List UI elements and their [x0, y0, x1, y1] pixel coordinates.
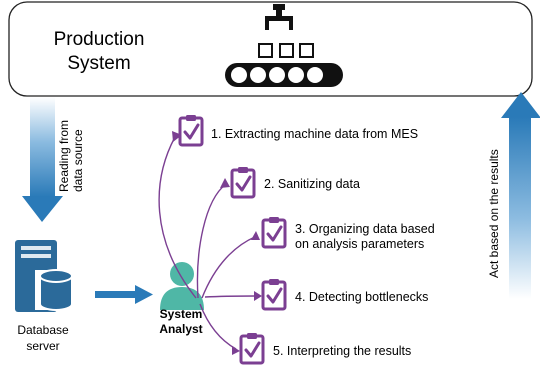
connector-step-1	[158, 136, 197, 299]
database-server-icon	[15, 240, 77, 312]
step-3-label: 3. Organizing data based on analysis par…	[295, 222, 435, 252]
step-3-label-line-2: on analysis parameters	[295, 237, 425, 251]
step-4-label: 4. Detecting bottlenecks	[295, 290, 429, 304]
connector-step-2	[196, 183, 227, 299]
act-arrow	[501, 92, 540, 299]
connector-step-3	[201, 235, 258, 299]
connector-step-4	[204, 295, 258, 298]
analyst-label-line-2: Analyst	[159, 322, 203, 336]
clipboard-check-icon-5	[239, 331, 265, 365]
clipboard-check-icon-3	[261, 215, 287, 249]
database-label-line-1: Database	[17, 323, 69, 337]
step-2-label: 2. Sanitizing data	[264, 177, 360, 191]
clipboard-check-icon-1	[178, 113, 204, 147]
clipboard-check-icon-4	[261, 277, 287, 311]
act-arrow-label: Act based on the results	[487, 149, 501, 278]
reading-arrow	[22, 97, 63, 222]
production-title-line-1: Production	[53, 29, 145, 50]
production-title-line-2: System	[67, 53, 131, 74]
db-to-analyst-arrow	[95, 285, 153, 304]
reading-arrow-label-2: data source	[71, 129, 85, 192]
analyst-label: System Analyst	[146, 307, 216, 337]
clipboard-check-icon-2	[230, 165, 256, 199]
step-5-label: 5. Interpreting the results	[273, 344, 412, 358]
step-1-label: 1. Extracting machine data from MES	[211, 127, 419, 141]
step-3-label-line-1: 3. Organizing data based	[295, 222, 435, 236]
database-label-line-2: server	[26, 339, 60, 353]
analyst-label-line-1: System	[159, 307, 203, 321]
production-system-title: Production System	[44, 28, 154, 76]
conveyor-robot-icon	[225, 4, 343, 87]
database-label: Database server	[6, 322, 80, 354]
reading-arrow-label-1: Reading from	[57, 120, 71, 192]
